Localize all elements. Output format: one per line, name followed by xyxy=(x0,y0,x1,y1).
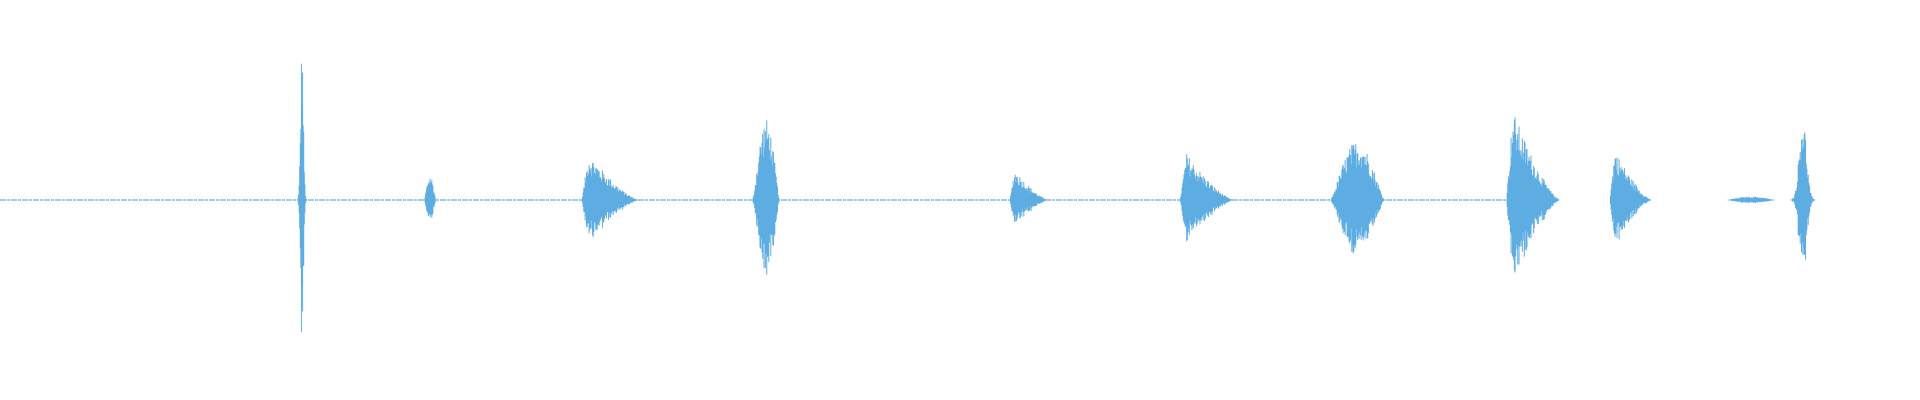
waveform-burst-2 xyxy=(424,178,436,218)
waveform-burst-3 xyxy=(581,162,640,238)
waveform-burst-8 xyxy=(1506,117,1561,273)
waveform-burst-1 xyxy=(295,63,309,333)
waveform-burst-7 xyxy=(1330,143,1385,254)
waveform-burst-5 xyxy=(1010,174,1049,222)
waveform-burst-9 xyxy=(1609,157,1652,240)
waveform-burst-6 xyxy=(1180,154,1234,242)
waveform-burst-10 xyxy=(1726,196,1776,204)
waveform-bursts xyxy=(295,63,1819,333)
waveform-burst-11 xyxy=(1787,132,1819,260)
waveform-burst-4 xyxy=(752,120,780,275)
